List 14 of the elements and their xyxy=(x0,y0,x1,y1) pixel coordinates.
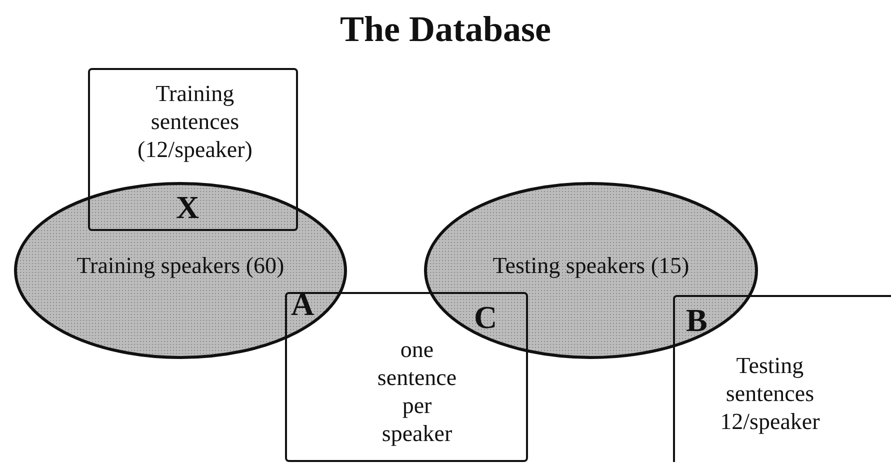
sentence-set-box xyxy=(673,295,891,462)
set-label: Testing sentences 12/speaker xyxy=(719,352,821,436)
speaker-group-ellipse xyxy=(14,182,347,359)
diagram-title: The Database xyxy=(338,8,552,50)
set-label: Testing speakers (15) xyxy=(492,252,690,280)
region-letter: A xyxy=(291,287,314,321)
sentence-set-box xyxy=(88,68,298,231)
set-label: Training sentences (12/speaker) xyxy=(136,80,254,164)
region-letter: C xyxy=(474,300,498,334)
sentence-set-box xyxy=(285,292,528,462)
region-letter: X xyxy=(176,190,200,224)
region-letter: B xyxy=(686,303,708,337)
set-label: Training speakers (60) xyxy=(76,252,286,280)
set-label: one sentence per speaker xyxy=(376,336,458,448)
